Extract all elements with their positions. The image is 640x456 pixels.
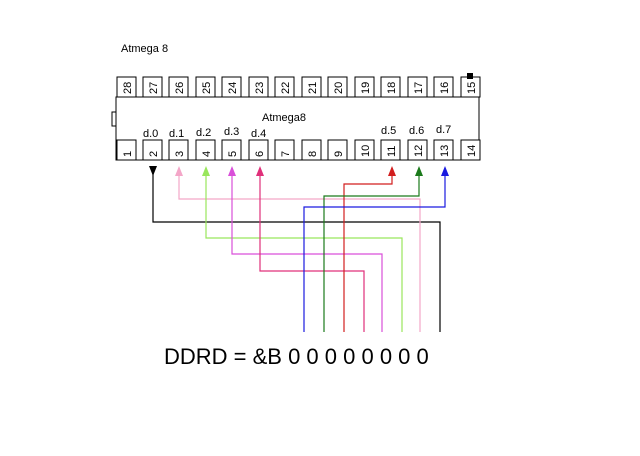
pin-1	[116, 139, 137, 161]
port-label-d0: d.0	[143, 128, 158, 140]
wire-d1	[178, 170, 421, 332]
bottom-pin-number: 14	[466, 145, 478, 157]
bottom-pin-number: 1	[122, 151, 134, 157]
top-pin-numbers: 28 27 26 25 24 23 22 21 20 19 18 17 16 1…	[122, 82, 478, 94]
top-pin-number: 19	[360, 82, 372, 94]
arrow-d2	[202, 166, 210, 176]
pin-25	[195, 76, 216, 98]
top-pin-number: 25	[201, 82, 213, 94]
wire-d7	[303, 170, 446, 332]
bottom-pin-number: 9	[333, 151, 345, 157]
bottom-pin-number: 11	[386, 146, 398, 157]
chip-label: Atmega8	[262, 112, 306, 124]
pin-28	[116, 76, 137, 98]
top-pin-number: 16	[439, 82, 451, 94]
bottom-pin-row	[116, 139, 481, 161]
port-label-d3: d.3	[224, 126, 239, 138]
pin-7	[274, 139, 295, 161]
port-label-d6: d.6	[409, 125, 424, 137]
top-pin-number: 20	[333, 82, 345, 94]
top-pin-number: 17	[413, 82, 425, 94]
pin-15-marker	[467, 73, 473, 79]
port-label-d2: d.2	[196, 127, 211, 139]
top-pin-number: 27	[148, 82, 160, 94]
arrow-d3	[228, 166, 236, 176]
bottom-pin-number: 5	[227, 151, 239, 157]
top-pin-number: 18	[386, 82, 398, 94]
diagram-title: Atmega 8	[121, 43, 168, 55]
port-label-d7: d.7	[436, 124, 451, 136]
pin-22	[274, 76, 295, 98]
bottom-pin-numbers: 1 2 3 4 5 6 7 8 9 10 11 12 13 14	[122, 145, 478, 157]
bottom-pin-number: 13	[439, 145, 451, 157]
top-pin-number: 24	[227, 82, 239, 94]
arrowheads	[149, 166, 449, 176]
bottom-pin-number: 6	[254, 151, 266, 157]
pin-2	[142, 139, 163, 161]
top-pin-number: 23	[254, 82, 266, 94]
bottom-pin-number: 7	[280, 151, 292, 157]
top-pin-number: 28	[122, 82, 134, 94]
top-pin-row	[116, 73, 481, 98]
wire-d3	[231, 170, 383, 332]
bottom-pin-number: 4	[201, 151, 213, 157]
wire-d0	[152, 170, 441, 332]
port-label-d1: d.1	[169, 128, 184, 140]
pin-14	[460, 139, 481, 161]
pin-13	[433, 139, 454, 161]
ddrd-formula: DDRD = &B 0 0 0 0 0 0 0 0	[164, 344, 429, 369]
bottom-pin-number: 3	[174, 151, 186, 157]
top-pin-number: 26	[174, 82, 186, 94]
wire-d6	[323, 170, 420, 332]
port-labels: d.0 d.1 d.2 d.3 d.4 d.5 d.6 d.7	[143, 124, 451, 140]
pin-5	[221, 139, 242, 161]
bottom-pin-number: 10	[360, 145, 372, 157]
pin-10	[354, 139, 375, 161]
arrow-d4	[256, 166, 264, 176]
arrow-d1	[175, 166, 183, 176]
wire-d5	[343, 170, 393, 332]
pin-20	[327, 76, 348, 98]
chip-notch	[111, 111, 117, 127]
arrow-d5	[388, 166, 396, 176]
pin-8	[301, 139, 322, 161]
top-pin-number: 22	[280, 82, 292, 94]
pin-18	[380, 76, 401, 98]
wires	[152, 170, 446, 332]
port-label-d5: d.5	[381, 125, 396, 137]
pin-9	[327, 139, 348, 161]
pin-21	[301, 76, 322, 98]
pin-12	[407, 139, 428, 161]
pin-17	[407, 76, 428, 98]
pin-27	[142, 76, 163, 98]
top-pin-number: 15	[466, 82, 478, 94]
pin-3	[168, 139, 189, 161]
pin-26	[168, 76, 189, 98]
arrow-d0	[149, 166, 157, 176]
arrow-d7	[441, 166, 449, 176]
wire-d4	[259, 170, 365, 332]
pin-24	[221, 76, 242, 98]
pin-6	[248, 139, 269, 161]
pin-19	[354, 76, 375, 98]
arrow-d6	[415, 166, 423, 176]
pin-4	[195, 139, 216, 161]
top-pin-number: 21	[307, 82, 319, 94]
port-label-d4: d.4	[251, 128, 266, 140]
pin-16	[433, 76, 454, 98]
pin-23	[248, 76, 269, 98]
bottom-pin-number: 12	[413, 145, 425, 157]
bottom-pin-number: 8	[307, 151, 319, 157]
bottom-pin-number: 2	[148, 151, 160, 157]
pin-11	[380, 139, 401, 161]
